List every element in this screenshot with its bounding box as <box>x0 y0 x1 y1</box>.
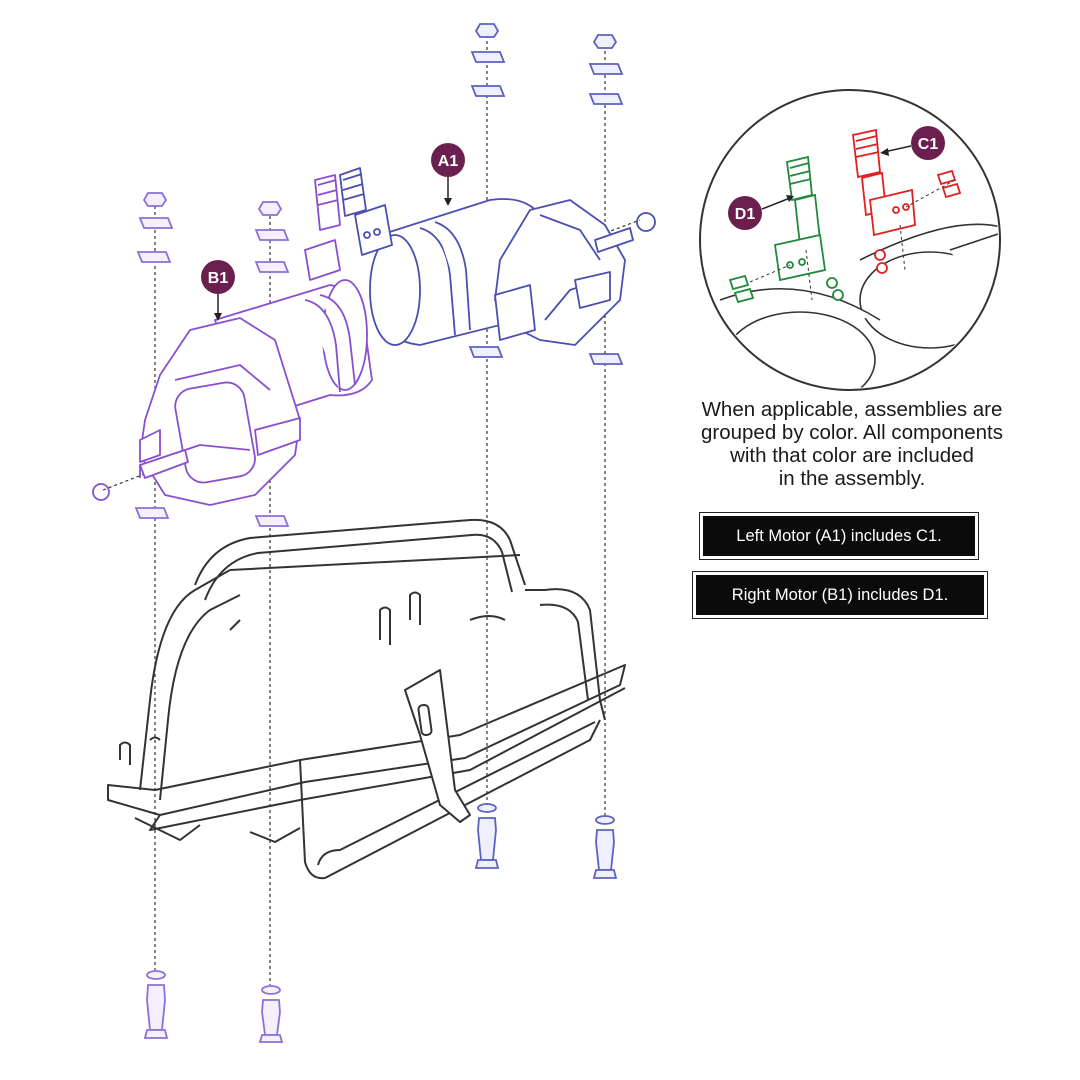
svg-text:D1: D1 <box>735 206 756 223</box>
svg-text:B1: B1 <box>208 270 229 287</box>
hardware-b1-stack-left <box>134 192 174 1039</box>
callout-d1: D1 <box>728 195 794 230</box>
detail-inset <box>699 89 1001 391</box>
callout-c1: C1 <box>880 126 945 160</box>
note-line-4: in the assembly. <box>778 467 926 490</box>
assembly-color-note: When applicable, assemblies are grouped … <box>652 398 1052 490</box>
motor-b1 <box>92 174 373 506</box>
motor-a1 <box>339 167 656 346</box>
left-motor-info-box: Left Motor (A1) includes C1. <box>699 512 979 560</box>
bracket-d1 <box>728 155 844 304</box>
hardware-a1-stack-right <box>588 34 624 879</box>
right-motor-info-text: Right Motor (B1) includes D1. <box>731 585 949 604</box>
callout-a1: A1 <box>431 143 465 206</box>
note-line-2: grouped by color. All components <box>701 421 1003 444</box>
note-line-3: with that color are included <box>730 444 974 467</box>
base-frame <box>107 518 626 880</box>
bracket-c1 <box>852 128 962 274</box>
left-motor-info-text: Left Motor (A1) includes C1. <box>736 526 942 545</box>
hardware-b1-stack-right <box>254 201 290 1043</box>
note-line-1: When applicable, assemblies are <box>701 398 1003 421</box>
assembly-lines <box>102 35 641 985</box>
right-motor-info-box: Right Motor (B1) includes D1. <box>692 571 988 619</box>
hardware-a1-stack-left <box>468 23 506 869</box>
svg-text:C1: C1 <box>918 136 939 153</box>
callout-b1: B1 <box>201 260 235 321</box>
svg-text:A1: A1 <box>438 153 459 170</box>
